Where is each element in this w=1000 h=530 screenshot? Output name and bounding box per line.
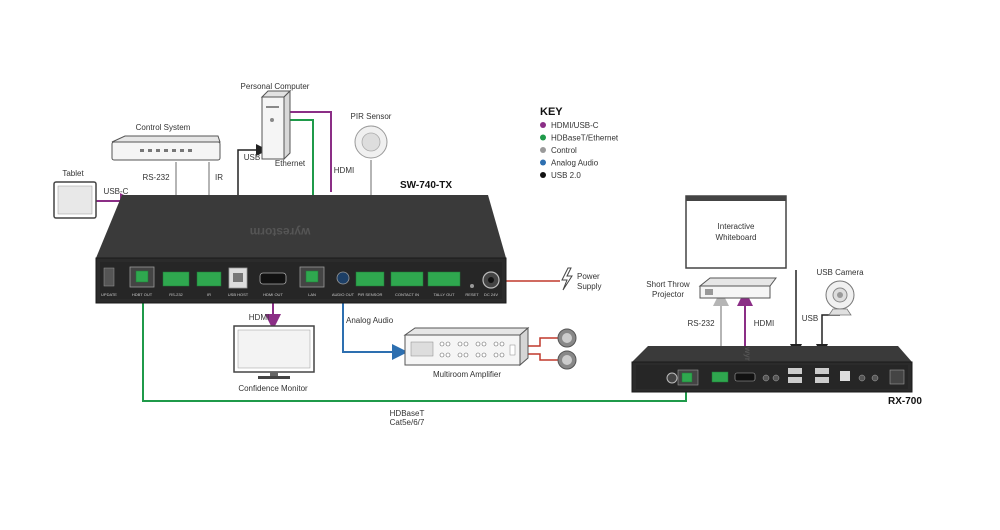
key-swatch	[540, 172, 546, 178]
key-title: KEY	[540, 106, 563, 118]
usb-c-label: USB-C	[104, 187, 129, 196]
usb-camera-connection-label: USB	[802, 314, 818, 323]
tx-port-label: IR	[207, 292, 211, 297]
short-throw-label-2: Projector	[652, 290, 684, 299]
key-legend: KEY HDMI/USB-C HDBaseT/EthernetControlAna…	[540, 106, 619, 180]
wire-usb-camera	[816, 314, 840, 356]
hdmi-pc-label: HDMI	[334, 166, 354, 175]
interactive-whiteboard-label-1: Interactive	[718, 222, 755, 231]
key-item-label: USB 2.0	[551, 171, 581, 180]
tx-port-label: RS-232	[169, 292, 183, 297]
pir-sensor-device	[354, 125, 388, 159]
sw-740-tx-device: wyrestorm	[95, 195, 507, 304]
key-item-label: Control	[551, 146, 577, 155]
tx-port-label: PIR SENSOR	[358, 292, 383, 297]
interactive-whiteboard-device	[685, 195, 787, 269]
tablet-label: Tablet	[62, 169, 84, 178]
tx-device-name: SW-740-TX	[400, 180, 452, 191]
wire-speaker-2	[520, 353, 560, 361]
tx-port-label: RESET	[465, 292, 479, 297]
hdbaset-label-2: Cat5e/6/7	[390, 418, 425, 427]
short-throw-label-1: Short Throw	[646, 280, 690, 289]
control-system-label: Control System	[136, 123, 191, 132]
rs232-rx-label: RS-232	[687, 319, 715, 328]
multiroom-amplifier-device	[403, 326, 530, 367]
tx-port-label: TALLY OUT	[433, 292, 455, 297]
rs232-tx-label: RS-232	[142, 173, 170, 182]
ir-label: IR	[215, 173, 223, 182]
pir-sensor-label: PIR Sensor	[351, 112, 392, 121]
usb-pc-label: USB	[244, 153, 260, 162]
key-swatch	[540, 134, 546, 141]
key-swatch	[540, 159, 546, 166]
rx-device-name: RX-700	[888, 396, 922, 407]
tx-port-label: CONTACT IN	[395, 292, 419, 297]
ethernet-label: Ethernet	[275, 159, 306, 168]
key-item-label: Analog Audio	[551, 159, 599, 168]
rx-700-device: wyr	[631, 346, 913, 393]
personal-computer-device	[260, 89, 292, 161]
wire-speaker-1	[520, 337, 560, 347]
tx-port-label: UPDATE	[101, 292, 117, 297]
svg-text:wyrestorm: wyrestorm	[250, 225, 312, 239]
tx-port-label: USB HOST	[228, 292, 249, 297]
wire-analog-audio	[342, 285, 408, 360]
confidence-monitor-label: Confidence Monitor	[238, 384, 308, 393]
analog-audio-label: Analog Audio	[346, 316, 394, 325]
wire-hdmi-pc	[284, 111, 332, 192]
hdmi-projector-label: HDMI	[754, 319, 774, 328]
key-item-label: HDBaseT/Ethernet	[551, 134, 619, 143]
power-icon	[561, 267, 573, 291]
tx-port-label: HDMI OUT	[263, 292, 283, 297]
personal-computer-label: Personal Computer	[241, 82, 310, 91]
power-supply-label-1: Power	[577, 272, 600, 281]
key-item-label: HDMI/USB-C	[551, 121, 599, 130]
control-system-device	[111, 135, 221, 161]
confidence-monitor-device	[233, 325, 315, 379]
usb-camera-label: USB Camera	[816, 268, 864, 277]
svg-text:wyr: wyr	[743, 346, 752, 361]
key-swatch	[540, 122, 546, 128]
tx-port-label: LAN	[308, 292, 316, 297]
interactive-whiteboard-label-2: Whiteboard	[716, 233, 757, 242]
power-supply-label-2: Supply	[577, 282, 601, 291]
hdbaset-label-1: HDBaseT	[390, 409, 425, 418]
multiroom-amplifier-label: Multiroom Amplifier	[433, 370, 501, 379]
tx-port-label: DC 24V	[484, 292, 498, 297]
tx-port-label: HDBT OUT	[132, 292, 153, 297]
usb-camera-device	[825, 280, 855, 316]
tx-port-label: AUDIO OUT	[332, 292, 355, 297]
speaker-icon	[557, 328, 577, 370]
short-throw-projector-device	[698, 277, 777, 299]
key-swatch	[540, 147, 546, 153]
hdmi-monitor-label: HDMI	[249, 313, 269, 322]
tablet-device	[53, 181, 97, 219]
